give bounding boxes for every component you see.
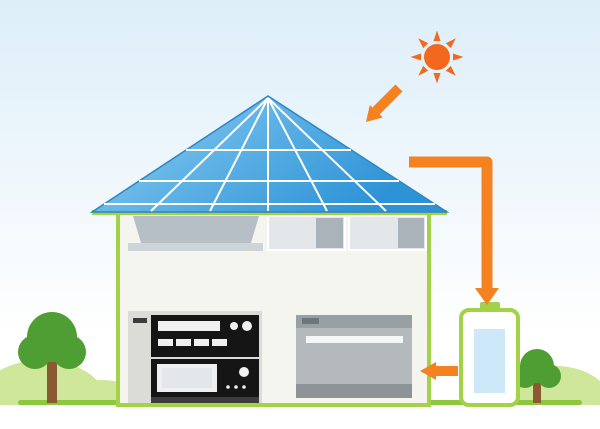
dishwasher	[296, 315, 412, 398]
panel-grid-line	[150, 97, 269, 212]
tree-right-trunk	[533, 378, 541, 403]
arrow-panel-to-battery-icon	[409, 156, 499, 305]
oven-knob-small	[230, 322, 238, 330]
tree-left-trunk	[47, 356, 57, 403]
arrow-sun-to-panel-icon	[366, 84, 403, 122]
energy-flow-arrows	[366, 84, 499, 380]
range-hood-base	[128, 243, 263, 251]
oven-display	[158, 321, 220, 331]
sun-icon	[410, 30, 464, 84]
sun-ray	[445, 38, 456, 49]
microwave-dot-3	[242, 385, 246, 389]
sun-ray	[433, 30, 441, 41]
storage-battery	[459, 302, 520, 407]
window-1-pane	[316, 218, 343, 248]
kitchen-unit-handle	[133, 318, 147, 323]
upstairs-windows	[267, 215, 427, 251]
window-2-pane	[398, 218, 424, 248]
dishwasher-handle-slot	[306, 336, 403, 343]
roof	[89, 95, 450, 215]
tree-left-foliage	[18, 312, 86, 369]
microwave-dot-2	[234, 385, 238, 389]
kitchen-unit-base	[151, 397, 259, 403]
oven-button-2	[176, 339, 191, 346]
microwave-knob	[239, 367, 249, 377]
sun-ray	[433, 73, 441, 84]
house	[116, 209, 431, 407]
sun-ray	[418, 38, 429, 49]
panel-grid-line	[267, 97, 387, 212]
dishwasher-bottom-band	[296, 384, 412, 398]
sun-rays	[410, 30, 464, 84]
sun-ray	[445, 65, 456, 76]
sun-ray	[418, 65, 429, 76]
kitchen-unit	[128, 311, 262, 403]
microwave-window	[162, 368, 212, 388]
sun-ray	[453, 53, 464, 61]
tree-right	[513, 349, 561, 403]
microwave-dot-1	[226, 385, 230, 389]
sun-ray	[410, 53, 421, 61]
oven-button-1	[158, 339, 173, 346]
solar-panel-grid	[104, 97, 435, 212]
dishwasher-top-band	[296, 315, 412, 328]
arrow-battery-to-appliances-icon	[420, 362, 458, 380]
battery-cell	[474, 329, 505, 393]
panel-grid-line	[267, 97, 328, 212]
dishwasher-control	[302, 318, 319, 324]
tree-right-foliage	[513, 349, 561, 388]
oven-knob-large	[242, 321, 252, 331]
oven-button-3	[194, 339, 209, 346]
sun-core	[424, 44, 450, 70]
panel-grid-line	[209, 97, 269, 212]
oven-button-4	[212, 339, 227, 346]
ground-bottom-mask	[0, 405, 600, 429]
tree-left	[18, 312, 86, 403]
range-hood	[133, 216, 259, 243]
